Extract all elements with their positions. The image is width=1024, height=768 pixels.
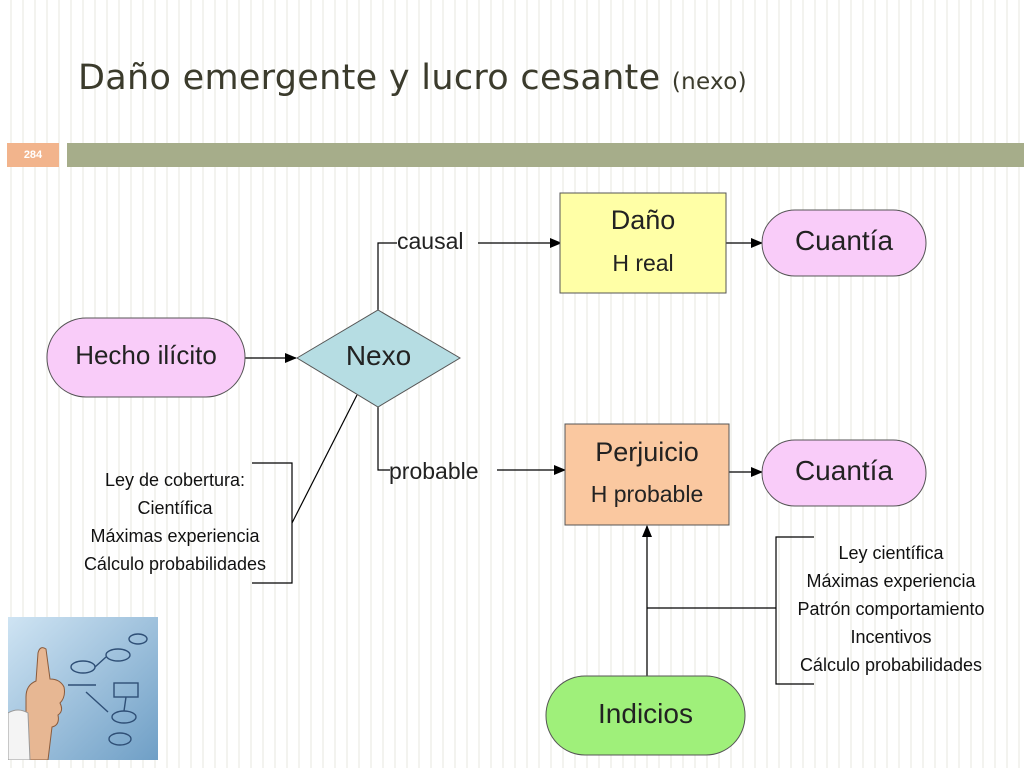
right-note-line: Cálculo probabilidades (799, 655, 983, 675)
right-note: Ley científica Máximas experiencia Patró… (781, 539, 1001, 679)
left-note-line: Ley de cobertura: (104, 470, 246, 490)
left-note-line: Científica (137, 498, 213, 518)
thumb-hand (8, 647, 65, 760)
right-note-line: Ley científica (838, 543, 944, 563)
nexo-label: Nexo (345, 340, 412, 371)
cuantia-top-label: Cuantía (794, 225, 894, 256)
right-note-line: Máximas experiencia (806, 571, 976, 591)
title-suffix: (nexo) (671, 69, 747, 95)
line-note-to-nexo (291, 394, 358, 524)
node-nexo (296, 309, 461, 408)
node-perjuicio (564, 423, 730, 526)
perjuicio-title: Perjuicio (595, 437, 699, 467)
dano-subtitle: H real (612, 250, 674, 276)
node-indicios (545, 675, 746, 756)
thumbs-up-flowchart-image (8, 617, 158, 760)
probable-label: probable (389, 458, 479, 484)
causal-label: causal (397, 228, 464, 254)
left-note-line: Cálculo probabilidades (83, 554, 267, 574)
title-main: Daño emergente y lucro cesante (78, 58, 661, 98)
slide-number: 284 (7, 143, 59, 167)
dano-title: Daño (610, 205, 676, 235)
slide-title: Daño emergente y lucro cesante (nexo) (78, 58, 747, 98)
node-cuantia-bottom (761, 439, 927, 507)
line-nexo-down (377, 407, 390, 471)
node-hecho-ilicito (46, 317, 246, 398)
perjuicio-subtitle: H probable (590, 481, 704, 507)
line-nexo-up (377, 242, 397, 310)
hecho-ilicito-label: Hecho ilícito (75, 340, 217, 370)
left-note-line: Máximas experiencia (90, 526, 260, 546)
indicios-label: Indicios (598, 698, 693, 729)
cuantia-bottom-label: Cuantía (794, 455, 894, 486)
right-note-line: Patrón comportamiento (797, 599, 985, 619)
right-note-line: Incentivos (850, 627, 932, 647)
bracket-right-note (775, 536, 814, 685)
node-cuantia-top (761, 209, 927, 277)
node-dano (559, 192, 727, 294)
title-bar (67, 143, 1024, 167)
left-note: Ley de cobertura: Científica Máximas exp… (70, 466, 280, 578)
